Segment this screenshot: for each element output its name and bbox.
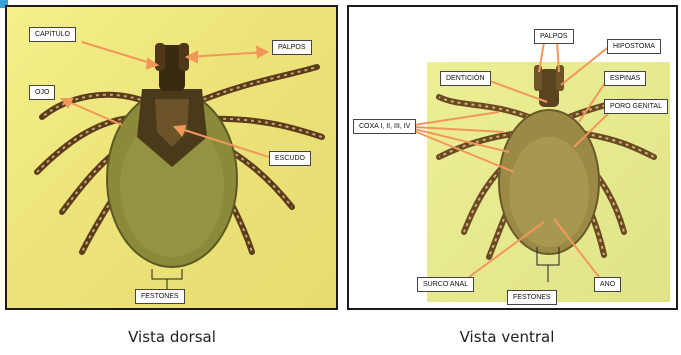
caption-dorsal: Vista dorsal [72, 328, 272, 346]
label-festones-ventral: FESTONES [507, 290, 557, 305]
label-poro-genital: PORO GENITAL [604, 99, 668, 114]
label-palpos-ventral: PALPOS [534, 29, 574, 44]
dorsal-view-panel: CAPITULO PALPOS OJO ESCUDO FESTONES [5, 5, 338, 310]
label-coxa: COXA I, II, III, IV [353, 119, 416, 134]
label-surco-anal: SURCO ANAL [417, 277, 474, 292]
label-ano: ANO [594, 277, 621, 292]
label-palpos: PALPOS [272, 40, 312, 55]
label-capitulo: CAPITULO [29, 27, 76, 42]
label-escudo: ESCUDO [269, 151, 311, 166]
ventral-view-panel: PALPOS HIPOSTOMA DENTICIÓN ESPINAS PORO … [347, 5, 678, 310]
label-ojo: OJO [29, 85, 55, 100]
caption-ventral: Vista ventral [407, 328, 607, 346]
label-espinas: ESPINAS [604, 71, 646, 86]
label-festones-dorsal: FESTONES [135, 289, 185, 304]
label-hipostoma: HIPOSTOMA [607, 39, 661, 54]
label-denticion: DENTICIÓN [440, 71, 491, 86]
